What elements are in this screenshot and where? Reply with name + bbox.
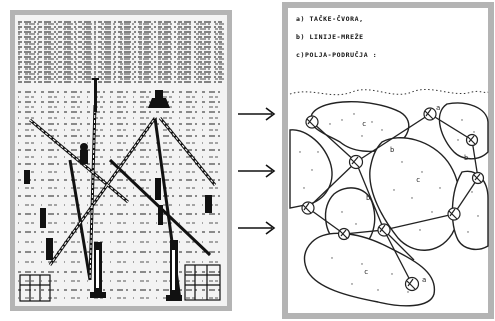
map-letter-6: b: [366, 194, 370, 202]
schematic-diagram: a) TAČKE-ČVORA, b) LINIJE-MREŽE c)POLJA-…: [282, 2, 494, 319]
map-letter-8: a: [422, 276, 426, 284]
map-letter-3: a: [436, 104, 440, 112]
node-10: [406, 278, 419, 291]
node-3: [424, 108, 436, 120]
legend-item-fields: c)POLJA-PODRUČJA :: [296, 50, 377, 59]
arrow-top: [236, 106, 278, 122]
map-letter-4: b: [464, 154, 468, 162]
node-7: [448, 208, 460, 220]
node-9: [378, 224, 390, 236]
map-letter-7: c: [364, 268, 368, 276]
map-letter-5: c: [416, 176, 420, 184]
map-letter-1: c: [362, 120, 366, 128]
diagram-panel: a) TAČKE-ČVORA, b) LINIJE-MREŽE c)POLJA-…: [282, 2, 494, 319]
map-letter-2: b: [390, 146, 394, 154]
engraving-image: [10, 10, 232, 311]
legend-item-lines: b) LINIJE-MREŽE: [296, 32, 364, 41]
arrow-bottom: [236, 220, 278, 236]
node-1: [306, 116, 318, 128]
legend-item-nodes: a) TAČKE-ČVORA,: [296, 14, 364, 23]
engraving-panel: [10, 10, 232, 311]
node-6: [473, 173, 484, 184]
node-4: [467, 135, 478, 146]
node-2: [350, 156, 363, 169]
node-8: [339, 229, 350, 240]
node-5: [302, 202, 314, 214]
arrow-middle: [236, 163, 278, 179]
